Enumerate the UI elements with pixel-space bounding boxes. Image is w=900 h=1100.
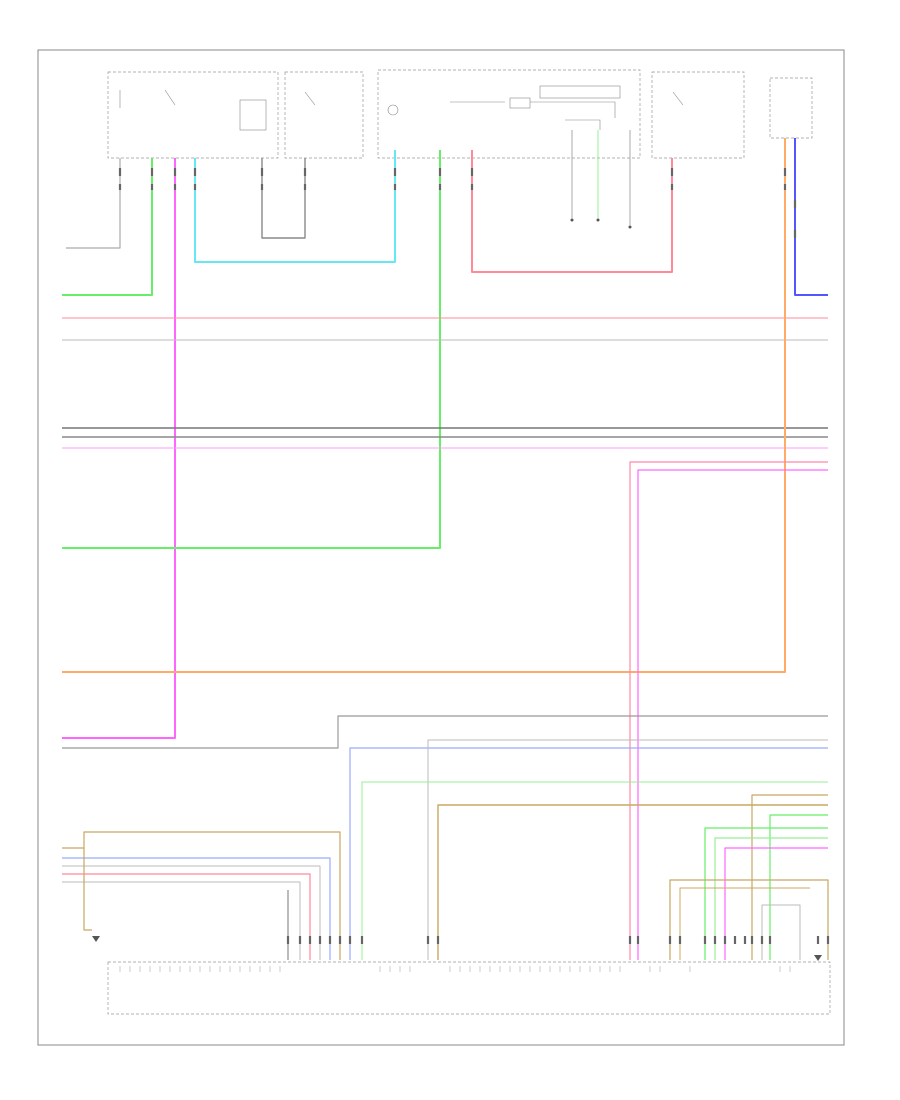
diagram-border [37,49,845,1046]
wire-green-1 [62,158,153,296]
fuse-box-left [107,71,279,159]
wire-tan-1 [437,804,828,960]
wire-orange-1 [62,138,786,673]
wires [62,130,829,960]
fuse-icon-3 [304,91,316,106]
wire-gray-loop [261,158,306,239]
wire-gray-3 [761,904,801,960]
wire-green-2 [62,150,441,549]
wire-gray-jog [62,715,828,749]
wire-tan-sensor [83,848,92,931]
wire-magenta-1 [62,158,176,739]
wire-blue-1 [794,138,828,296]
wire-lightblue-left [62,857,331,960]
wire-magenta-drop [637,469,828,960]
top-components [107,69,831,1015]
wire-green-6 [714,837,828,960]
fuse-icon-2 [164,89,176,106]
wire-tan-4 [679,887,810,960]
switch-icon [450,101,616,118]
wire-lightblue-1 [349,747,828,960]
combination-meter-box [377,69,641,159]
sensor-symbols [92,218,822,961]
wire-pink-1 [471,150,673,273]
relay-icon [239,99,267,131]
connector-bracket [565,119,601,130]
relay-box-right [651,71,745,159]
connector-stubs [118,168,830,944]
wire-green-4 [769,814,828,960]
wire-gray-2 [427,739,828,960]
wire-magenta-2 [724,847,828,960]
gauge-icon [387,104,399,116]
wire-green-5 [704,827,828,960]
wire-gray-left2 [62,881,301,960]
power-source-box [769,77,813,139]
wire-tan-left [62,831,341,960]
pin-dot-3 [628,225,632,229]
ecu-pin-row [119,966,791,972]
wire-green-3 [361,781,828,960]
wire-pink-drop [629,461,828,960]
pin-dot-2 [596,218,600,222]
right-sensor-ground-icon [814,955,822,961]
left-sensor-ground-icon [92,936,100,942]
resistor-icon [509,97,531,109]
wire-gray-1 [66,158,121,249]
wire-pink-left [62,873,311,960]
pin-dot-1 [570,218,574,222]
fuse-icon-4 [672,91,684,106]
wire-tan-2 [751,794,828,960]
fuse-box-center [284,71,364,159]
inner-components [119,85,684,131]
controller-label-box [539,85,621,99]
ecu-box [107,961,831,1015]
wire-tan-3 [669,879,829,960]
wire-gray-left [62,865,321,960]
wire-cyan-1 [194,150,396,263]
